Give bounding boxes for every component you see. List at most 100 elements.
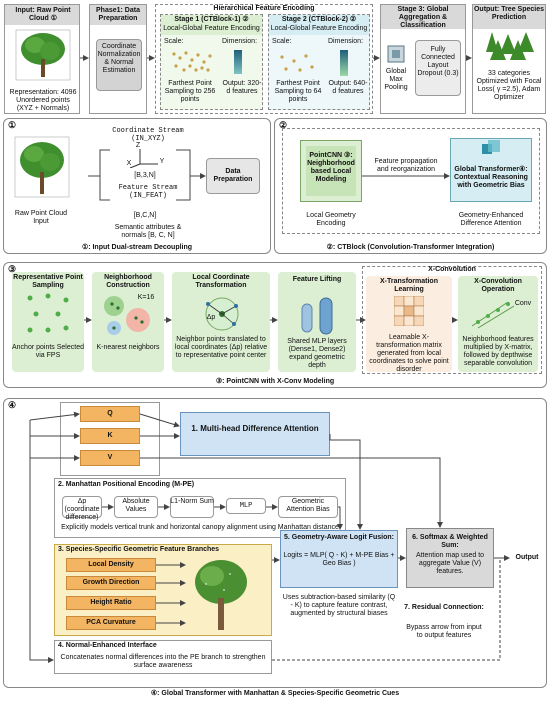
- sec3-col-5-desc: Neighborhood features multiplied by X-ma…: [462, 336, 534, 368]
- stage3-pool-icon: [386, 44, 406, 64]
- stage3-title: Stage 3: Global Aggregation & Classifica…: [397, 6, 449, 30]
- sec4-panel: [3, 398, 547, 688]
- q-label: Q: [107, 410, 113, 417]
- stage1-dim: Dimension:: [222, 38, 258, 45]
- stage1-sub: Local-Global Feature Encoding: [163, 25, 260, 32]
- gaf-box: [280, 530, 398, 588]
- sec2-num: ②: [278, 120, 288, 130]
- mpe-step-4: [278, 496, 338, 518]
- stage1-title: Stage 1 (CTBlock-1) ②: [174, 16, 249, 23]
- sec1-dp: Data Preparation: [213, 168, 253, 184]
- v-box: [80, 450, 140, 466]
- sec3-matrix-icon: [393, 295, 425, 327]
- output-panel: [472, 4, 546, 114]
- stage2-sub: Local-Global Feature Encoding: [270, 25, 368, 32]
- stage1-out: Output: 320-d features: [222, 80, 262, 96]
- output-trees-icon: [484, 30, 534, 64]
- hfe-title: Hierarchical Feature Encoding: [213, 5, 315, 12]
- sec3-col-2-title: Local Coordinate Transformation: [192, 274, 250, 290]
- ssgf-item-0-label: Local Density: [88, 561, 134, 568]
- stage2-scale: Scale:: [272, 38, 292, 45]
- sec2-fp: Feature propagation and reorganization: [374, 158, 438, 174]
- mpe-panel: [54, 478, 346, 538]
- stage3-panel: [380, 4, 466, 114]
- mpe-step-3-label: MLP: [239, 502, 253, 510]
- sec1-num: ①: [7, 120, 17, 130]
- sec1-bcn: [B,C,N]: [133, 212, 157, 219]
- sec4-num: ④: [7, 400, 17, 410]
- q-box: [80, 406, 140, 422]
- sec1-panel: [3, 118, 271, 254]
- gaf-formula: Logits = MLP( Q - K) + M-PE Bias + Geo B…: [283, 552, 395, 568]
- ssgf-item-3-label: PCA Curvature: [86, 619, 136, 626]
- sec3-col-2-desc: Neighbor points translated to local coor…: [174, 336, 268, 360]
- stage3-fc-box: [415, 40, 461, 96]
- sec3-caption: ③: PointCNN with X-Conv Modeling: [215, 378, 335, 385]
- stage2-dim: Dimension:: [328, 38, 364, 45]
- sec3-col-3-desc: Shared MLP layers (Dense1, Dense2) expan…: [287, 338, 347, 370]
- hfe-panel: [155, 4, 373, 114]
- stage3-head: [381, 5, 465, 29]
- sec1-axis-y: Y: [159, 158, 165, 165]
- sec2-panel: [274, 118, 547, 254]
- nei-title: 4. Normal-Enhanced Interface: [58, 642, 157, 649]
- sec3-num: ③: [7, 264, 17, 274]
- mpe-step-0-label: Δp (coordinate difference): [64, 498, 100, 522]
- output-label: Output: [515, 554, 539, 561]
- sec1-dp-box: [206, 158, 260, 194]
- v-label: V: [107, 454, 113, 461]
- sec2-gt-squares: [482, 140, 502, 160]
- sec4-caption: ④: Global Transformer with Manhattan & S…: [150, 690, 400, 697]
- softmax-title: 6. Softmax & Weighted Sum:: [412, 534, 488, 550]
- mpe-step-2-label: L1-Norm Sum: [170, 498, 214, 505]
- sec2-geda: Geometry-Enhanced Difference Attention: [458, 212, 524, 228]
- sec1-b3n: [B,3,N]: [134, 172, 156, 179]
- sec3-col-4-desc: Learnable X-transformation matrix genera…: [369, 334, 449, 374]
- sec3-col-3: [278, 272, 356, 372]
- sec3-panel: [3, 262, 547, 388]
- softmax-box: [406, 528, 494, 588]
- stage1-head: [161, 15, 262, 35]
- sec2-gt: Global Transformer④: Contextual Reasonin…: [454, 166, 528, 190]
- ssgf-item-1: [66, 576, 156, 590]
- ssgf-item-1-label: Growth Direction: [82, 579, 140, 586]
- mpe-step-0: [62, 496, 102, 518]
- rc-desc: Bypass arrow from input to output featur…: [406, 624, 482, 640]
- mpe-step-1: [114, 496, 158, 518]
- rc-title: 7. Residual Connection:: [404, 604, 484, 611]
- sec2-lge: Local Geometry Encoding: [306, 212, 356, 228]
- sec3-knn-icon: [100, 292, 156, 336]
- sec3-anchor-points: [24, 292, 72, 336]
- tree-illustration: [15, 29, 71, 81]
- k-box: [80, 428, 140, 444]
- mpe-step-1-label: Absolute Values: [122, 498, 150, 514]
- stage2-title: Stage 2 (CTBlock-2) ②: [281, 16, 357, 23]
- sec2-caption: ②: CTBlock (Convolution-Transformer Inte…: [326, 244, 495, 251]
- sec3-col-3-title: Feature Lifting: [292, 276, 342, 283]
- stage1-scale: Scale:: [164, 38, 184, 45]
- mpe-desc: Explicitly models vertical trunk and hor…: [61, 524, 339, 531]
- sec2-pointcnn: PointCNN ③: Neighborhood based Local Mod…: [307, 152, 355, 184]
- ssgf-title: 3. Species-Specific Geometric Feature Br…: [58, 546, 220, 553]
- stage2-head: [269, 15, 369, 35]
- input-rep2: Unordered points: [16, 97, 70, 104]
- sec1-axis-x: X: [126, 160, 132, 167]
- qkv-panel: [60, 402, 160, 476]
- stage2-points-icon: [276, 52, 316, 74]
- mpe-step-3: [226, 498, 266, 514]
- sec3-lct-icon: [196, 296, 248, 332]
- sec3-col-4-title: X-Transformation Learning: [380, 278, 438, 294]
- stage2-dim-bar: [340, 50, 348, 76]
- mpe-step-4-label: Geometric Attention Bias: [286, 498, 330, 514]
- phase1-title: [90, 5, 146, 25]
- sec1-coord: Coordinate Stream: [112, 127, 184, 135]
- ssgf-item-3: [66, 616, 156, 630]
- phase1-title-text: Phase1: Data Preparation: [96, 7, 140, 23]
- gaf-title: 5. Geometry-Aware Logit Fusion:: [284, 534, 394, 541]
- sec3-col-5: [458, 276, 538, 372]
- ssgf-item-2: [66, 596, 156, 610]
